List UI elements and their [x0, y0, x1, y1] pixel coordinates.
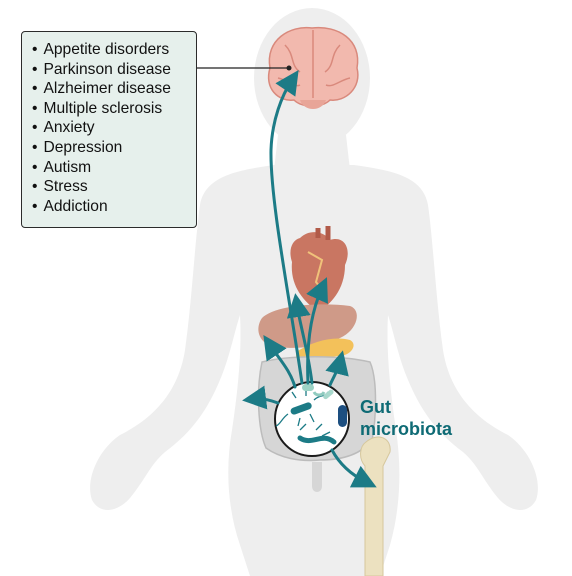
list-item: Autism — [32, 158, 196, 178]
list-item: Appetite disorders — [32, 40, 196, 60]
list-item: Depression — [32, 138, 196, 158]
arrow-to-heart — [306, 277, 328, 385]
gut-microbiota-label: Gut microbiota — [360, 396, 452, 440]
arrow-to-bone — [330, 448, 377, 488]
signal-arrows — [242, 70, 377, 488]
arrow-to-brain — [269, 70, 304, 385]
arrow-to-lung — [286, 293, 314, 385]
list-item: Alzheimer disease — [32, 79, 196, 99]
disorders-list: Appetite disorders Parkinson disease Alz… — [32, 40, 196, 216]
brain-connector — [197, 65, 292, 71]
list-item: Parkinson disease — [32, 60, 196, 80]
list-item: Multiple sclerosis — [32, 99, 196, 119]
gut-microbiota-circle — [274, 381, 350, 457]
gut-label-line2: microbiota — [360, 419, 453, 439]
arrow-to-liver — [263, 335, 297, 389]
bacteria-icon — [275, 384, 347, 445]
list-item: Addiction — [32, 197, 196, 217]
arrow-to-left — [242, 385, 280, 410]
list-item: Anxiety — [32, 118, 196, 138]
arrow-to-pancreas — [325, 350, 349, 387]
disorders-box: Appetite disorders Parkinson disease Alz… — [21, 31, 197, 228]
list-item: Stress — [32, 177, 196, 197]
gut-label-line1: Gut — [360, 397, 391, 417]
